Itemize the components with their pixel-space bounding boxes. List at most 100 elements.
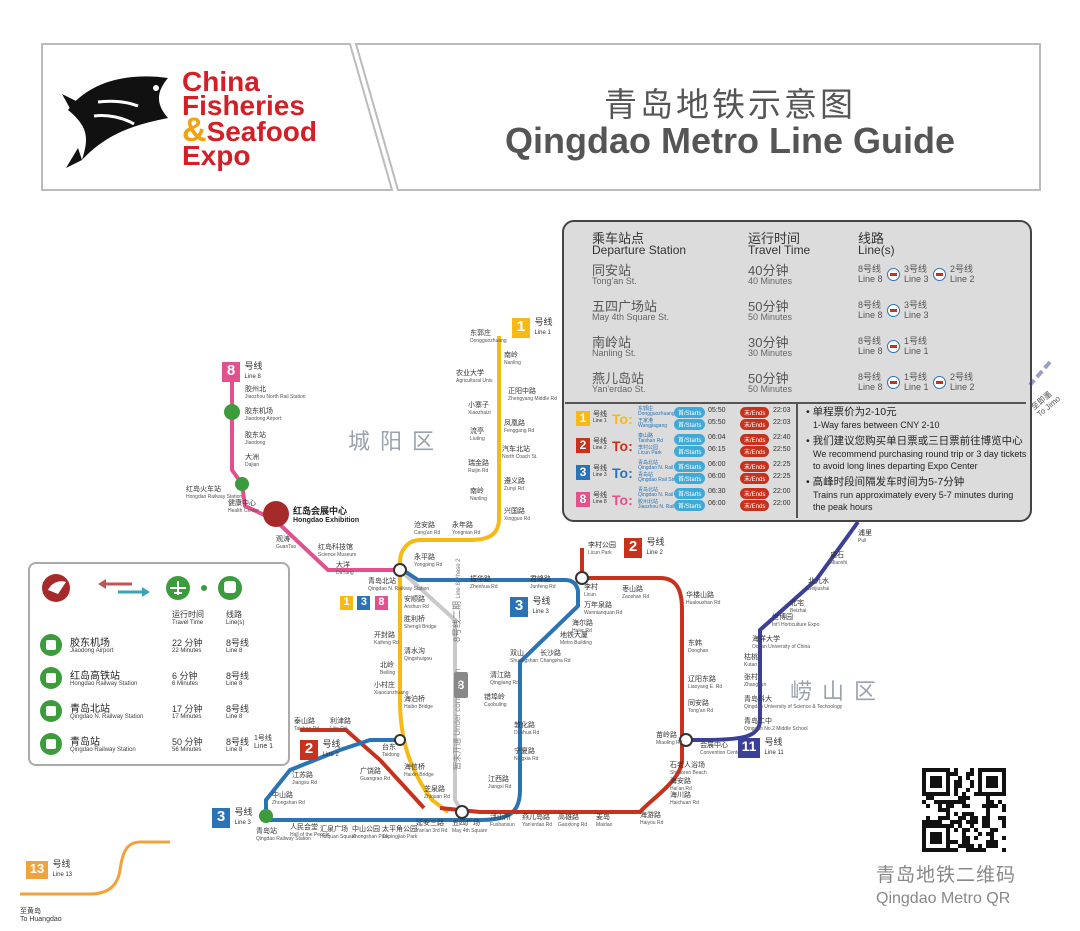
qr-module bbox=[978, 788, 982, 792]
station-name-en: Beizhai bbox=[790, 608, 807, 614]
station-name-en: Hall of the People bbox=[290, 832, 330, 838]
qr-module bbox=[958, 784, 962, 788]
legend-head: 运行时间 bbox=[172, 610, 204, 619]
station-name-en: Haier Rd bbox=[572, 628, 592, 634]
route-line-en: Line 3 bbox=[904, 310, 929, 320]
station-name-en: Ocean University of China bbox=[752, 644, 811, 650]
qr-module bbox=[930, 820, 934, 824]
qr-module bbox=[986, 780, 990, 784]
qr-module bbox=[998, 816, 1002, 820]
station-name-en: Hualoushan Rd bbox=[686, 600, 721, 606]
badge-line-3: 3 bbox=[357, 596, 371, 610]
qr-module bbox=[946, 788, 950, 792]
qr-module bbox=[1002, 772, 1006, 776]
dest-en: Jiaozhou N. Rail Stn bbox=[638, 504, 684, 510]
station-name-en: Agricultural Univ. bbox=[456, 378, 494, 384]
route-line-cn: 8号线 bbox=[858, 300, 882, 310]
station-name-cn: 小村庄 bbox=[374, 682, 395, 689]
qr-module bbox=[974, 816, 978, 820]
qr-module bbox=[974, 828, 978, 832]
station-name-cn: 芝泉路 bbox=[424, 786, 445, 793]
qr-module bbox=[986, 844, 990, 848]
qr-module bbox=[942, 808, 946, 812]
route-station-cn: 燕儿岛站 bbox=[592, 371, 645, 386]
qr-module bbox=[990, 828, 994, 832]
to-label: To: bbox=[612, 492, 633, 508]
line-cn: 号线 bbox=[593, 492, 607, 499]
station-name-en: Xingguo Rd bbox=[504, 516, 531, 522]
qr-module bbox=[1002, 788, 1006, 792]
qr-module bbox=[950, 820, 954, 824]
ends-pill: 末/Ends bbox=[740, 446, 770, 457]
train-icon bbox=[40, 667, 62, 689]
station-name-cn: 胶州北 bbox=[245, 386, 266, 393]
station-name-en: Qingdao No.2 Middle School bbox=[744, 726, 808, 732]
station-name-en: May 4th Square bbox=[452, 828, 488, 834]
station-name-cn: 红岛火车站 bbox=[186, 486, 221, 493]
station-name-cn: 会展中心 bbox=[700, 742, 728, 749]
qr-module bbox=[934, 800, 938, 804]
qr-module bbox=[978, 784, 982, 788]
qr-module bbox=[1002, 808, 1006, 812]
end-time: 22:40 bbox=[773, 434, 791, 441]
station-name-en: Yan'an 3rd Rd bbox=[416, 828, 448, 834]
line-8-track bbox=[230, 378, 398, 572]
note-en: Trains run approximately every 5-7 minut… bbox=[813, 490, 1014, 512]
route-line-en: Line 3 bbox=[904, 274, 929, 284]
qr-module bbox=[946, 828, 950, 832]
qr-module bbox=[950, 800, 954, 804]
ends-pill: 末/Ends bbox=[740, 434, 770, 445]
qr-module bbox=[962, 796, 966, 800]
legend-icons-row bbox=[42, 574, 242, 602]
qr-module bbox=[974, 848, 978, 852]
route-line-en: Line 2 bbox=[950, 382, 975, 392]
station-name-cn: 青岛科大 bbox=[744, 696, 772, 703]
qr-module bbox=[958, 800, 962, 804]
qr-module bbox=[938, 824, 942, 828]
legend-station-en: Qingdao N. Railway Station bbox=[70, 714, 144, 720]
qr-module bbox=[1002, 804, 1006, 808]
station-name-en: Gaoxiong Rd bbox=[558, 822, 588, 828]
line-en: Line 3 bbox=[593, 472, 607, 478]
construction-label: 暂未开通 Under construction bbox=[452, 669, 463, 770]
station-name-cn: 清江路 bbox=[490, 672, 511, 679]
qr-module bbox=[926, 768, 930, 772]
qr-module bbox=[982, 768, 986, 772]
station-name-en: Zhengyang Middle Rd bbox=[508, 396, 557, 402]
station-name-en: Qingshuigou bbox=[404, 656, 433, 662]
qr-module bbox=[946, 804, 950, 808]
dest-cn: 胶州北站 bbox=[638, 499, 659, 505]
qr-module bbox=[990, 800, 994, 804]
route-line-en: Line 1 bbox=[904, 382, 929, 392]
qr-module bbox=[938, 780, 942, 784]
station-name-cn: 红岛科技馆 bbox=[318, 544, 353, 551]
qr-module bbox=[998, 800, 1002, 804]
start-time: 06:30 bbox=[708, 488, 726, 495]
line-number: 3 bbox=[576, 465, 590, 480]
qr-module bbox=[938, 836, 942, 840]
qr-label-cn: 青岛地铁二维码 bbox=[876, 865, 1017, 886]
station-name-cn: 辽阳东路 bbox=[688, 676, 716, 683]
station-name-en: Taishan Rd bbox=[294, 726, 320, 732]
qr-module bbox=[958, 824, 962, 828]
